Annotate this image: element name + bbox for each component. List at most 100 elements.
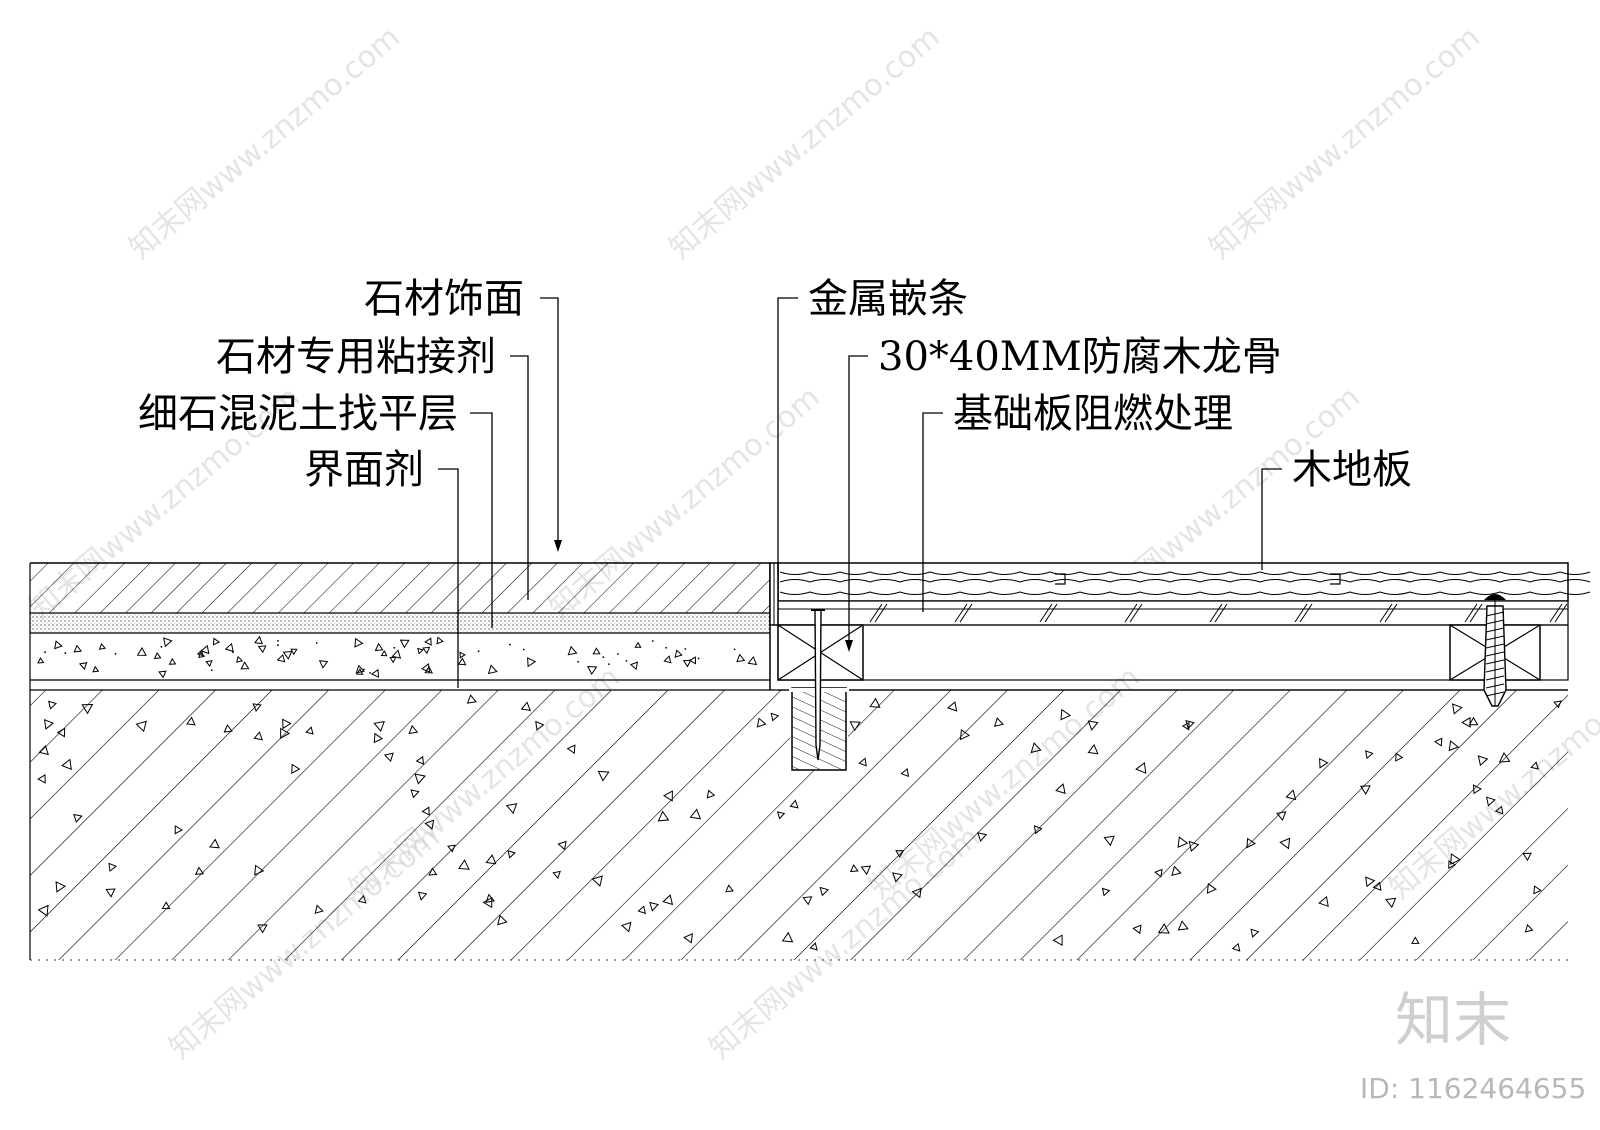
board-mark (1379, 603, 1393, 623)
aggregate-mark (318, 660, 329, 669)
aggregate-mark (252, 703, 262, 712)
aggregate-mark (706, 789, 716, 799)
aggregate-mark (78, 662, 88, 671)
aggregate-mark (657, 810, 670, 822)
aggregate-mark (535, 720, 545, 731)
aggregate-mark (1060, 708, 1072, 721)
aggregate-mark (457, 657, 467, 666)
aggregate-mark (1498, 752, 1511, 763)
aggregate-mark (196, 649, 204, 657)
aggregate-mark (370, 668, 380, 679)
aggregate-mark (153, 652, 162, 660)
aggregate-mark (688, 656, 697, 665)
aggregate-dot (160, 645, 163, 648)
board-mark (959, 603, 973, 623)
aggregate-mark (977, 832, 988, 842)
aggregate-mark (223, 724, 233, 733)
aggregate-mark (280, 727, 291, 740)
aggregate-mark (174, 825, 184, 835)
board-mark (869, 603, 883, 623)
aggregate-mark (1522, 852, 1532, 862)
aggregate-mark (1450, 853, 1461, 866)
aggregate-mark (421, 806, 430, 816)
aggregate-mark (993, 717, 1004, 727)
aggregate-dot (477, 650, 480, 653)
expansion-screw-icon (1483, 594, 1507, 707)
aggregate-mark (689, 808, 702, 820)
label-wood-joist: 30*40MM防腐木龙骨 (878, 334, 1282, 380)
aggregate-mark (374, 642, 384, 652)
aggregate-mark (254, 635, 263, 645)
aggregate-dot (315, 642, 318, 644)
aggregate-mark (224, 642, 234, 653)
base-board (777, 600, 1569, 626)
aggregate-mark (466, 694, 477, 704)
aggregate-mark (629, 661, 639, 671)
aggregate-mark (415, 755, 425, 765)
aggregate-mark (592, 647, 601, 655)
aggregate-dot (608, 663, 610, 665)
aggregate-mark (1461, 716, 1471, 728)
aggregate-mark (1318, 895, 1329, 908)
aggregate-mark (527, 657, 537, 668)
labels-left: 石材饰面 石材专用粘接剂 细石混泥土找平层 界面剂 (138, 276, 524, 493)
aggregate-mark (1448, 860, 1457, 870)
aggregate-mark (858, 757, 867, 767)
aggregate-mark (1177, 836, 1189, 849)
aggregate-mark (355, 664, 365, 674)
aggregate-dot (617, 653, 619, 655)
wood-floor-board (777, 562, 1569, 602)
aggregate-mark (1181, 721, 1190, 731)
aggregate-mark (809, 942, 818, 951)
aggregate-mark (54, 640, 63, 650)
aggregate-mark (282, 650, 293, 660)
aggregate-mark (959, 728, 971, 741)
labels-right: 金属嵌条 30*40MM防腐木龙骨 基础板阻燃处理 木地板 (808, 276, 1412, 493)
nail-icon (811, 609, 825, 761)
aggregate-mark (1188, 840, 1200, 852)
leaders-left (438, 297, 562, 688)
aggregate-mark (428, 867, 438, 876)
aggregate-mark (108, 862, 117, 872)
aggregate-mark (1154, 868, 1163, 878)
aggregate-mark (257, 924, 268, 934)
aggregate-mark (240, 661, 250, 670)
aggregate-mark (1171, 865, 1182, 877)
board-mark (1549, 603, 1563, 623)
aggregate-mark (900, 767, 910, 778)
aggregate-mark (674, 649, 683, 658)
aggregate-mark (447, 844, 456, 853)
aggregate-mark (1177, 920, 1189, 931)
aggregate-mark (185, 716, 196, 726)
aggregate-mark (408, 724, 419, 735)
aggregate-mark (391, 649, 402, 659)
board-mark (1384, 603, 1398, 623)
aggregate-mark (789, 799, 799, 809)
metal-strip (769, 562, 779, 626)
aggregate-mark (357, 894, 367, 904)
wood-grain-line (779, 579, 1591, 583)
aggregate-mark (305, 726, 314, 735)
aggregate-mark (895, 850, 905, 858)
aggregate-mark (682, 659, 692, 668)
aggregate-mark (620, 921, 632, 933)
aggregate-mark (819, 886, 830, 897)
board-mark (1554, 603, 1568, 623)
aggregate-mark (92, 665, 100, 673)
leaders-right (777, 297, 1282, 652)
label-wood-floor: 木地板 (1292, 447, 1412, 493)
aggregate-mark (756, 717, 767, 728)
board-mark (1124, 603, 1138, 623)
aggregate-dot (665, 646, 667, 649)
aggregate-mark (73, 813, 83, 823)
aggregate-mark (290, 648, 298, 656)
aggregate-mark (497, 914, 508, 926)
aggregate-mark (48, 700, 57, 710)
aggregate-mark (947, 701, 958, 712)
aggregate-mark (1319, 757, 1329, 769)
aggregate-mark (781, 931, 794, 943)
aggregate-mark (860, 865, 872, 876)
aggregate-mark (373, 732, 384, 744)
aggregate-mark (459, 651, 466, 659)
